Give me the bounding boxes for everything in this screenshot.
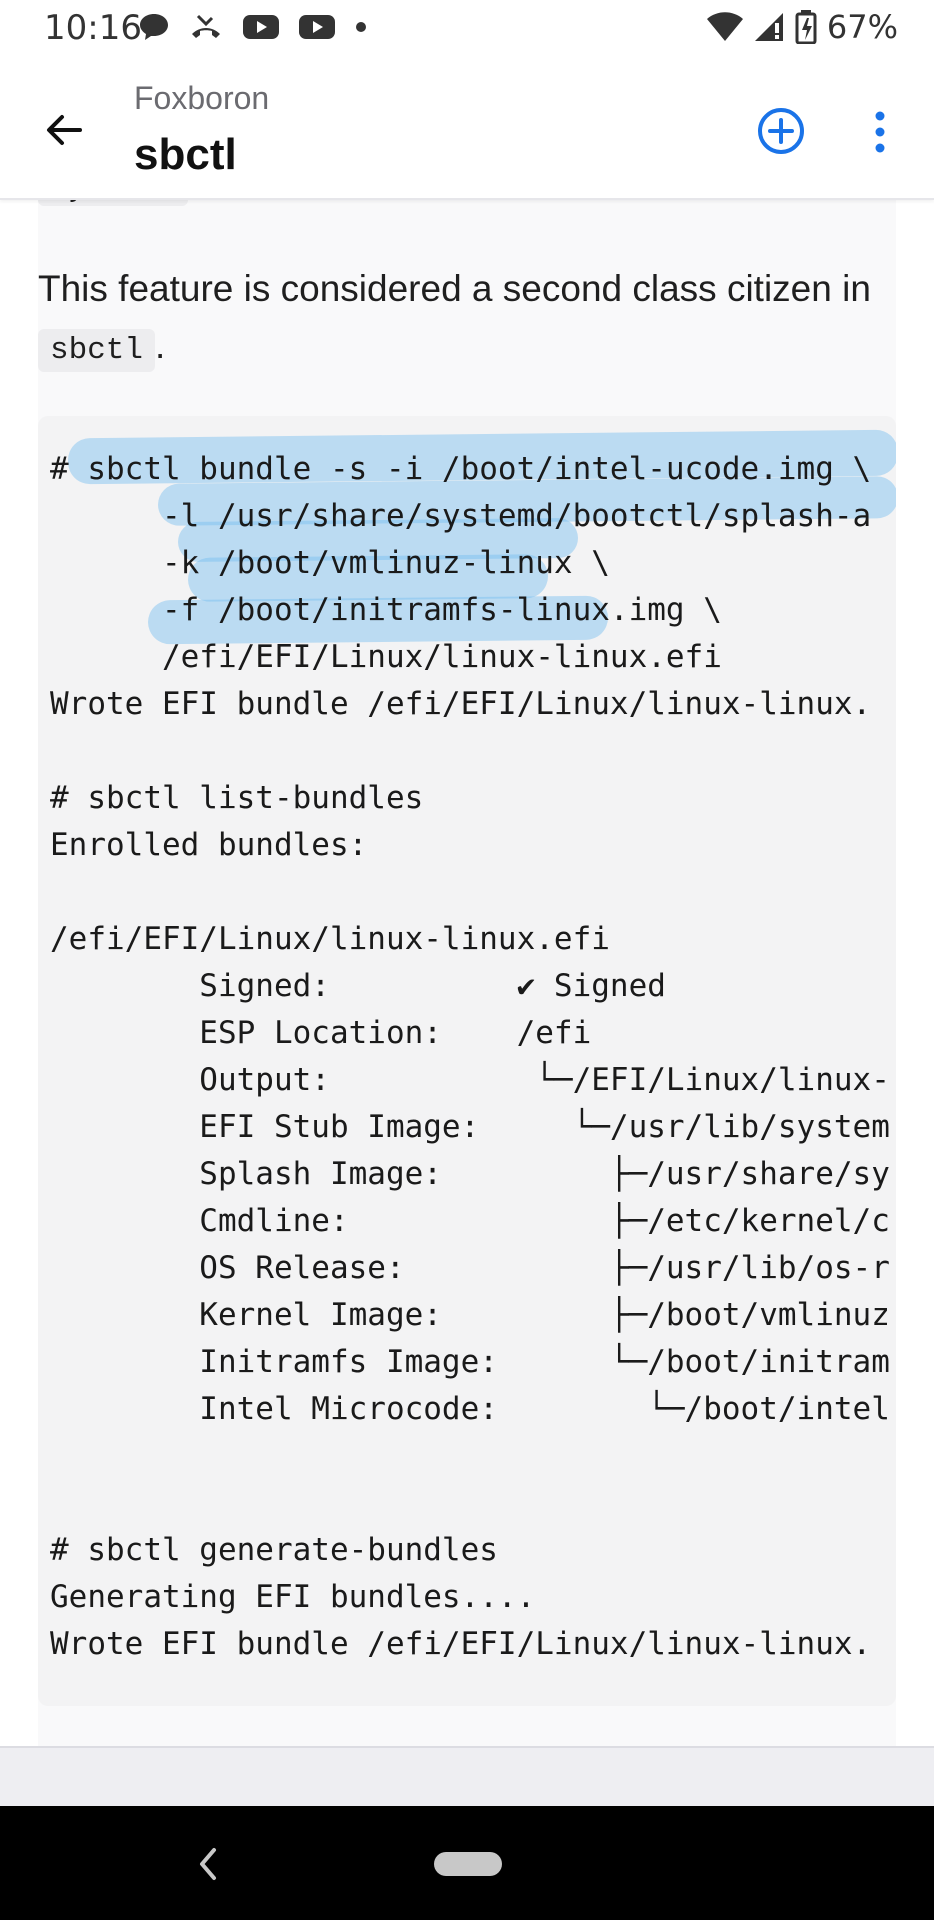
more-vert-icon[interactable] [868,108,892,156]
code-line: -l /usr/share/systemd/bootctl/splash-a [50,498,872,534]
code-line: /efi/EFI/Linux/linux-linux.efi [50,639,722,675]
code-line: OS Release: ├─/usr/lib/os-r [50,1250,890,1286]
system-nav-bar [0,1806,934,1920]
code-line: EFI Stub Image: └─/usr/lib/system [50,1109,890,1145]
inline-code-sbctl: sbctl [38,329,156,372]
readme-content[interactable]: systemd This feature is considered a sec… [0,198,934,1746]
clipped-inline-code: systemd [38,198,189,206]
code-line: -f /boot/initramfs-linux.img \ [50,592,722,628]
call-missed-icon [192,14,220,38]
app-bar: Foxboron sbctl [0,56,934,200]
notification-icons [138,12,368,42]
wifi-icon [706,12,743,41]
code-line: # sbctl list-bundles [50,780,424,816]
code-line: ESP Location: /efi [50,1015,592,1051]
code-line: Enrolled bundles: [50,827,368,863]
code-line: Intel Microcode: └─/boot/intel [50,1391,890,1427]
battery-icon [795,10,817,44]
dot-icon [356,22,366,32]
youtube-icon [243,15,279,39]
page-title: sbctl [134,130,237,179]
code-line: Initramfs Image: └─/boot/initram [50,1344,890,1380]
battery-percent: 67% [826,8,898,46]
nav-back-icon[interactable] [196,1846,220,1882]
add-circle-icon[interactable] [756,106,806,156]
code-line: Generating EFI bundles.... [50,1579,536,1615]
code-line: Splash Image: ├─/usr/share/sy [50,1156,890,1192]
code-line: Cmdline: ├─/etc/kernel/c [50,1203,890,1239]
repo-owner: Foxboron [134,80,270,116]
system-status: 67% [706,8,898,46]
arrow-left-icon[interactable] [40,106,88,154]
signal-icon [754,13,783,41]
code-line: Kernel Image: ├─/boot/vmlinuz [50,1297,890,1333]
code-block[interactable]: # sbctl bundle -s -i /boot/intel-ucode.i… [38,416,896,1706]
code-line: Wrote EFI bundle /efi/EFI/Linux/linux-li… [50,1626,872,1662]
status-bar: 10:16 67% [0,0,934,56]
code-line: # sbctl bundle -s -i /boot/intel-ucode.i… [50,451,872,487]
code-line: # sbctl generate-bundles [50,1532,498,1568]
chat-icon [140,14,168,40]
code-line: Output: └─/EFI/Linux/linux- [50,1062,890,1098]
code-line: Wrote EFI bundle /efi/EFI/Linux/linux-li… [50,686,872,722]
feature-paragraph: This feature is considered a second clas… [38,260,878,379]
code-line: -k /boot/vmlinuz-linux \ [50,545,610,581]
youtube-icon [299,15,335,39]
home-pill[interactable] [434,1852,502,1876]
status-time: 10:16 [44,8,142,48]
content-footer-divider [0,1746,934,1808]
code-line: Signed: ✔ Signed [50,968,666,1004]
code-line: /efi/EFI/Linux/linux-linux.efi [50,921,610,957]
